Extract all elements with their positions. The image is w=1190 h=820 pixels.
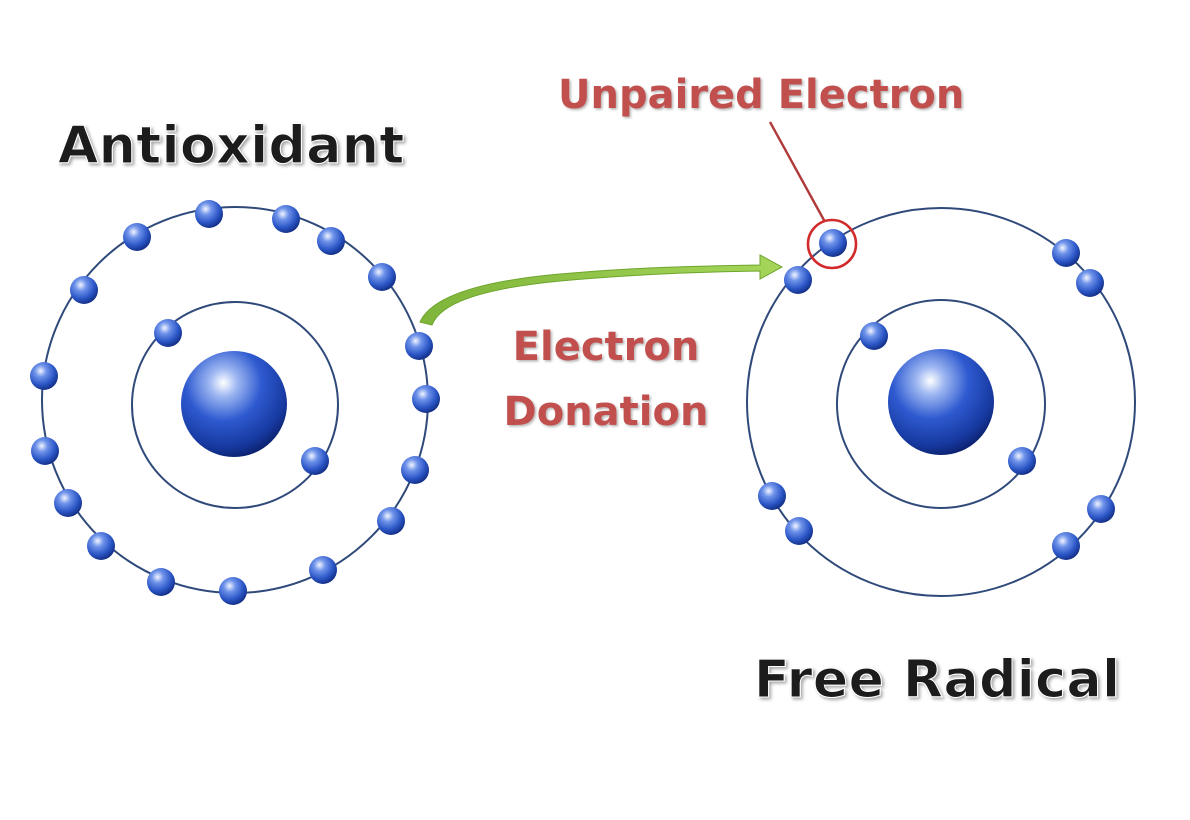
antioxidant-electron (31, 437, 59, 465)
antioxidant-electron (272, 205, 300, 233)
antioxidant-electron (54, 489, 82, 517)
free-radical-electron (1052, 239, 1080, 267)
antioxidant-electron (219, 577, 247, 605)
antioxidant-atom (30, 200, 440, 605)
free-radical-atom (746, 207, 1136, 597)
electron-donation-label-line1: Electron (513, 324, 700, 370)
antioxidant-electron (123, 223, 151, 251)
antioxidant-nucleus (181, 351, 287, 457)
antioxidant-electron (87, 532, 115, 560)
free-radical-electron (758, 482, 786, 510)
electron-donation-label-line2: Donation (504, 389, 709, 435)
antioxidant-electrons (30, 200, 440, 605)
antioxidant-electron (368, 263, 396, 291)
electron-donation-arrow (419, 254, 784, 326)
unpaired-electron-label: Unpaired Electron (558, 72, 964, 118)
free-radical-electron (784, 266, 812, 294)
antioxidant-electron (30, 362, 58, 390)
inner-electron (860, 322, 888, 350)
unpaired-electron-pointer (768, 121, 858, 270)
arrow-body (419, 254, 784, 326)
inner-electron (301, 447, 329, 475)
free-radical-electron (1087, 495, 1115, 523)
free-radical-electron (1076, 269, 1104, 297)
antioxidant-electron (377, 507, 405, 535)
free-radical-outer-orbit (746, 207, 1136, 597)
antioxidant-electron (412, 385, 440, 413)
antioxidant-electron (195, 200, 223, 228)
free-radical-electron (785, 517, 813, 545)
inner-electron (1008, 447, 1036, 475)
unpaired-electron (819, 229, 847, 257)
unpaired-electron-highlight-circle (806, 218, 858, 270)
antioxidant-electron (70, 276, 98, 304)
antioxidant-electron (405, 332, 433, 360)
antioxidant-electron (309, 556, 337, 584)
free-radical-label: Free Radical (754, 650, 1120, 710)
free-radical-electrons (758, 229, 1115, 560)
free-radical-nucleus (888, 349, 994, 455)
free-radical-electron (1052, 532, 1080, 560)
antioxidant-electron (317, 227, 345, 255)
antioxidant-electron (147, 568, 175, 596)
antioxidant-label: Antioxidant (58, 116, 405, 176)
pointer-line (768, 121, 827, 223)
free-radical-inner-orbit (836, 299, 1046, 509)
inner-electron (154, 319, 182, 347)
antioxidant-inner-orbit (131, 301, 339, 509)
antioxidant-electron (401, 456, 429, 484)
